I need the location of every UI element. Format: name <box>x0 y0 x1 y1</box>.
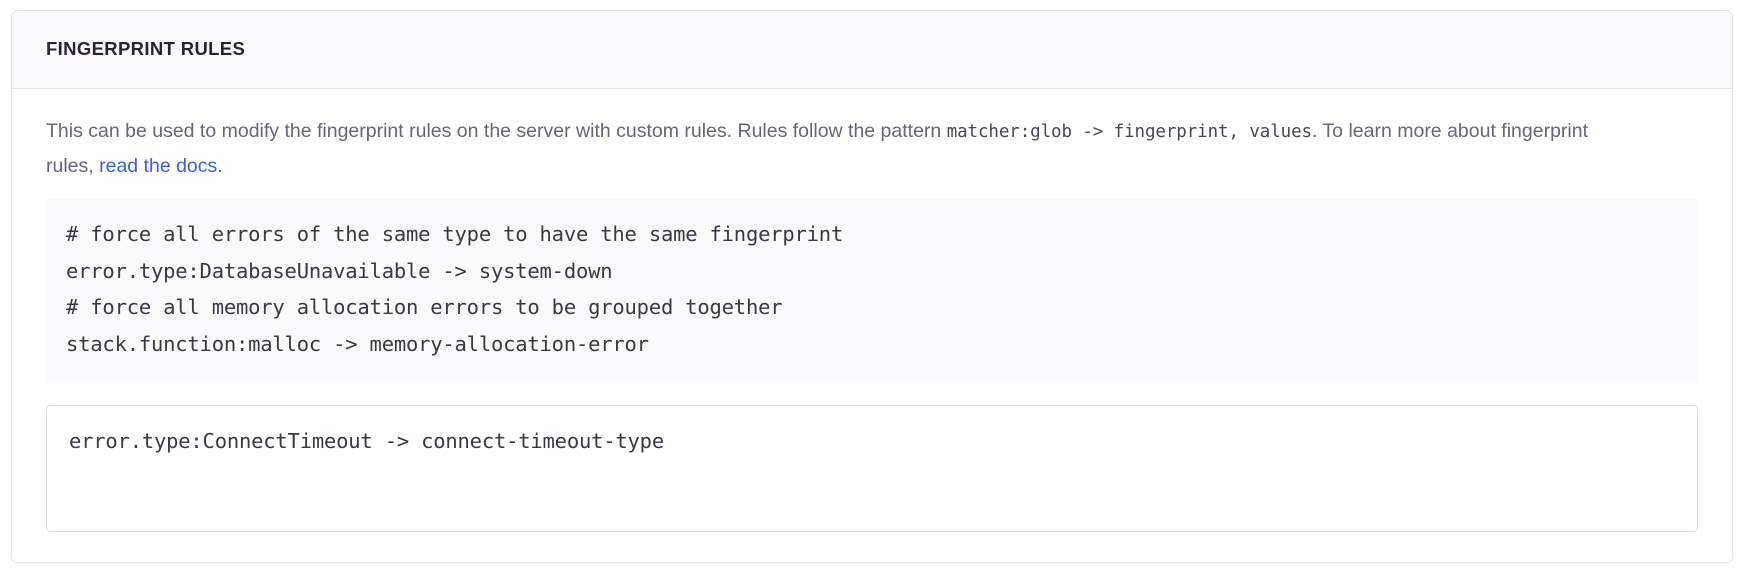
pattern-code-snippet: matcher:glob -> fingerprint, values <box>946 122 1312 142</box>
description-text-part-2: . To learn more about fingerprint rules, <box>46 120 1588 177</box>
fingerprint-rules-panel: FINGERPRINT RULES This can be used to mo… <box>11 10 1733 563</box>
code-line: stack.function:malloc -> memory-allocati… <box>66 331 649 356</box>
description-text-part-3: . <box>217 155 223 177</box>
fingerprint-rules-input[interactable] <box>46 405 1698 532</box>
description-text-part-1: This can be used to modify the fingerpri… <box>46 120 947 142</box>
page-title: FINGERPRINT RULES <box>46 38 246 60</box>
example-code-block: # force all errors of the same type to h… <box>46 199 1698 381</box>
read-the-docs-link[interactable]: read the docs <box>99 155 218 177</box>
panel-header: FINGERPRINT RULES <box>12 11 1732 89</box>
panel-body: This can be used to modify the fingerpri… <box>12 89 1732 562</box>
code-line: # force all errors of the same type to h… <box>66 222 844 246</box>
code-line: # force all memory allocation errors to … <box>66 295 783 319</box>
code-line: error.type:DatabaseUnavailable -> system… <box>66 258 613 283</box>
panel-description: This can be used to modify the fingerpri… <box>46 114 1606 183</box>
